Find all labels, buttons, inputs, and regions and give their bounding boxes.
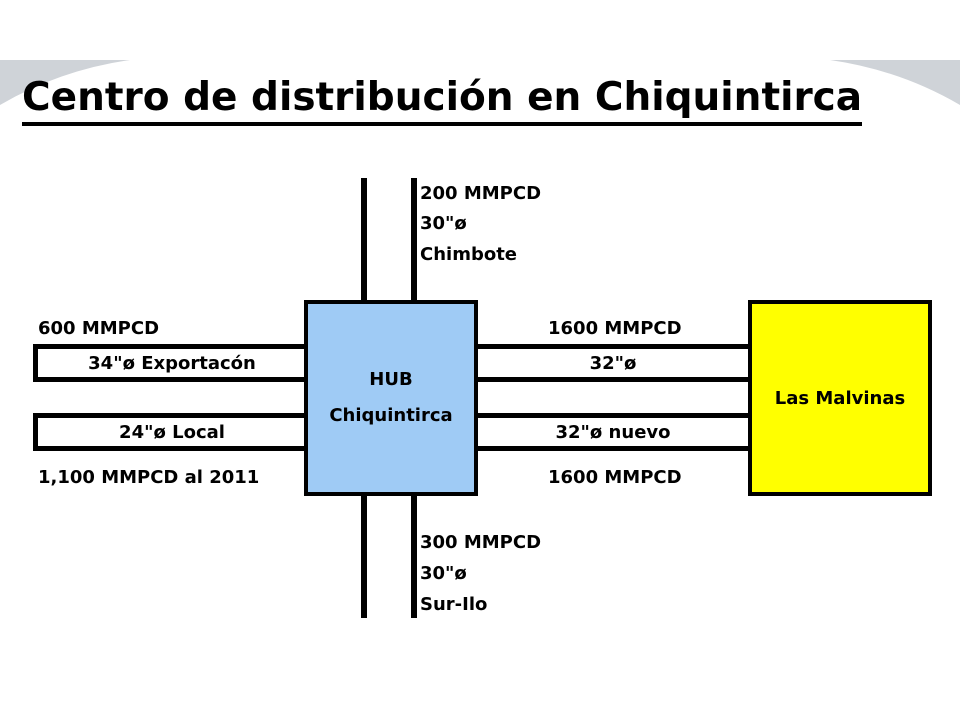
- decorative-corner-left: [0, 60, 130, 105]
- north-diameter-label: 30"ø: [420, 213, 467, 234]
- south-pipe-right-line: [411, 494, 417, 618]
- west-bottom-flow-label: 1,100 MMPCD al 2011: [38, 467, 260, 488]
- east-pipe-existing: 32"ø: [476, 344, 750, 382]
- west-pipe-local-label: 24"ø Local: [119, 421, 225, 443]
- west-pipe-local: 24"ø Local: [33, 413, 306, 451]
- east-pipe-existing-label: 32"ø: [589, 352, 637, 374]
- west-top-flow-label: 600 MMPCD: [38, 318, 160, 339]
- south-flow-label: 300 MMPCD: [420, 532, 542, 553]
- north-flow-label: 200 MMPCD: [420, 183, 542, 204]
- west-pipe-export-label: 34"ø Exportacón: [88, 352, 256, 374]
- east-pipe-new: 32"ø nuevo: [476, 413, 750, 451]
- north-pipe-right-line: [411, 178, 417, 302]
- hub-box: HUB Chiquintirca: [304, 300, 478, 496]
- north-destination-label: Chimbote: [420, 244, 518, 265]
- south-diameter-label: 30"ø: [420, 563, 467, 584]
- hub-label-line2: Chiquintirca: [329, 405, 453, 426]
- north-pipe-left-line: [361, 178, 367, 302]
- decorative-corner-right: [830, 60, 960, 105]
- malvinas-box: Las Malvinas: [748, 300, 932, 496]
- east-bottom-flow-label: 1600 MMPCD: [548, 467, 682, 488]
- south-destination-label: Sur-Ilo: [420, 594, 488, 615]
- east-pipe-new-label: 32"ø nuevo: [555, 421, 671, 443]
- east-top-flow-label: 1600 MMPCD: [548, 318, 682, 339]
- west-pipe-export: 34"ø Exportacón: [33, 344, 306, 382]
- south-pipe-left-line: [361, 494, 367, 618]
- page-title: Centro de distribución en Chiquintirca: [22, 74, 863, 126]
- hub-label-line1: HUB: [369, 369, 413, 390]
- malvinas-label: Las Malvinas: [774, 387, 906, 409]
